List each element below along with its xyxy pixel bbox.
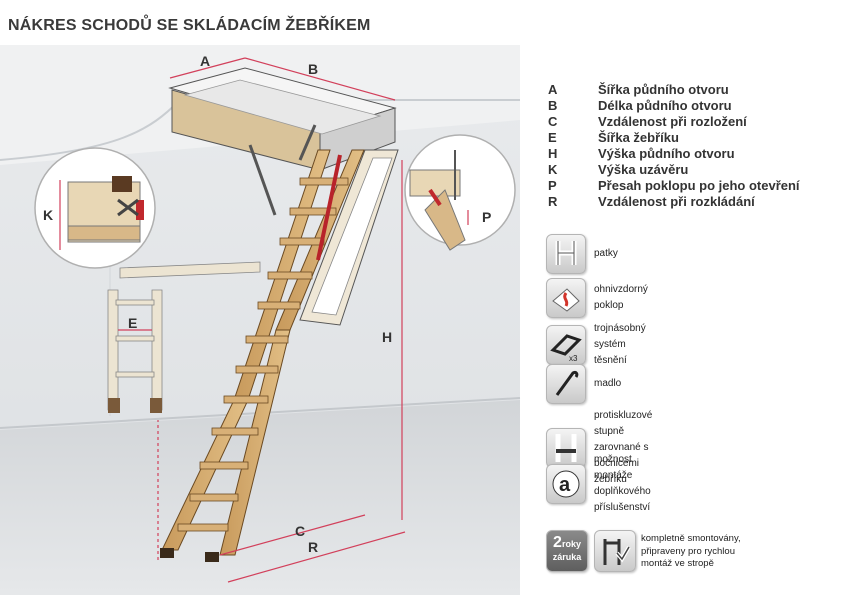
steps-icon bbox=[546, 428, 586, 468]
side-ladder bbox=[107, 261, 261, 411]
staircase-diagram: A B K E H P C R bbox=[0, 45, 521, 595]
handrail bbox=[316, 154, 342, 261]
label-c: C bbox=[295, 523, 305, 539]
feature-handrail: madlo bbox=[546, 364, 621, 404]
seal-icon: x3 bbox=[546, 325, 586, 365]
dim-a bbox=[169, 57, 246, 79]
label-a: A bbox=[200, 53, 210, 69]
ladder-foot-left bbox=[160, 548, 174, 558]
label-b: B bbox=[308, 61, 318, 77]
assembled-icon bbox=[594, 530, 636, 572]
ladder-foot-right bbox=[205, 552, 219, 562]
ladder-steps bbox=[177, 177, 349, 532]
handrail-icon bbox=[546, 364, 586, 404]
fireproof-icon bbox=[546, 278, 586, 318]
floor bbox=[0, 400, 520, 595]
warranty-icon: 2roky záruka bbox=[546, 530, 588, 572]
dim-b bbox=[244, 57, 396, 101]
feature-feet: patky bbox=[546, 234, 618, 274]
label-k: K bbox=[43, 207, 53, 223]
svg-text:a: a bbox=[559, 474, 571, 496]
svg-text:x3: x3 bbox=[569, 354, 578, 363]
dim-c bbox=[219, 514, 366, 556]
feet-icon bbox=[546, 234, 586, 274]
feature-seal: x3 trojnásobný systém těsnění bbox=[546, 321, 646, 369]
feature-fireproof: ohnivzdorný poklop bbox=[546, 278, 648, 318]
warranty-badge: 2roky záruka bbox=[546, 530, 588, 572]
label-h: H bbox=[382, 329, 392, 345]
assembled-badge bbox=[594, 530, 636, 572]
page-title: NÁKRES SCHODŮ SE SKLÁDACÍM ŽEBŘÍKEM bbox=[8, 17, 371, 34]
dimension-labels: A B K E H P C R bbox=[43, 53, 491, 555]
label-r: R bbox=[308, 539, 318, 555]
accessory-icon: a bbox=[546, 464, 586, 504]
label-e: E bbox=[128, 315, 137, 331]
label-p: P bbox=[482, 209, 491, 225]
assembled-text: kompletně smontovány, připraveny pro ryc… bbox=[641, 533, 741, 569]
dim-r bbox=[227, 531, 406, 583]
